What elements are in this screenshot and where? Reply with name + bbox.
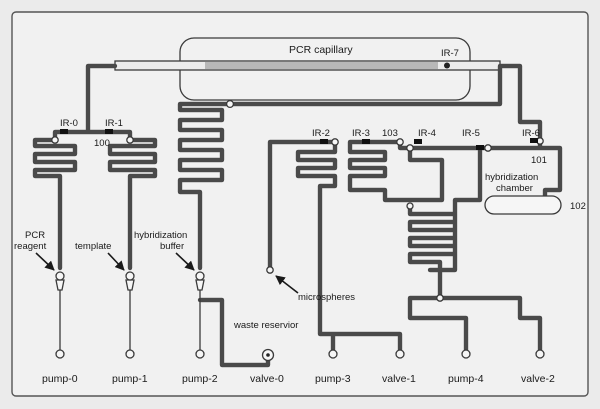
template-arrow bbox=[107, 252, 125, 271]
waste-reservoir-label: waste reservior bbox=[233, 320, 298, 331]
node bbox=[484, 144, 492, 152]
ir-3-label: IR-3 bbox=[352, 128, 370, 139]
chamber-label-line1: hybridization bbox=[485, 172, 538, 183]
pcr-reagent-inlet-top bbox=[55, 271, 65, 281]
valve-1-port bbox=[395, 349, 405, 359]
pump-2-label: pump-2 bbox=[182, 373, 218, 385]
valve-2-port bbox=[535, 349, 545, 359]
pcr-reagent-label-line2: reagent bbox=[14, 241, 47, 252]
chamber-label-line2: chamber bbox=[496, 183, 533, 194]
microspheres-label: microspheres bbox=[298, 292, 355, 303]
channel-nodes bbox=[51, 99, 544, 302]
template-label: template bbox=[75, 241, 111, 252]
ir-1-mark bbox=[105, 129, 113, 134]
port-labels: pump-0 pump-1 pump-2 valve-0 pump-3 valv… bbox=[42, 373, 555, 385]
node bbox=[406, 144, 414, 152]
valve-0-label: valve-0 bbox=[250, 373, 284, 385]
pump-0-port bbox=[55, 349, 65, 359]
template-inlet bbox=[125, 279, 135, 291]
ir-0-mark bbox=[60, 129, 68, 134]
ir-4-label: IR-4 bbox=[418, 128, 436, 139]
reagent-labels: PCR reagent template hybridization buffe… bbox=[14, 230, 355, 303]
pcr-reagent-label-line1: PCR bbox=[25, 230, 45, 241]
node bbox=[436, 294, 444, 302]
reagent-inlets bbox=[55, 271, 205, 291]
hyb-buffer-inlet bbox=[195, 279, 205, 291]
ir-7-label: IR-7 bbox=[441, 48, 459, 59]
pump-4-port bbox=[461, 349, 471, 359]
microspheres-arrow bbox=[275, 275, 299, 294]
ir-5-label: IR-5 bbox=[462, 128, 480, 139]
port-circles bbox=[55, 349, 545, 359]
junction-101-label: 101 bbox=[531, 155, 547, 166]
junction-100-label: 100 bbox=[94, 138, 110, 149]
node bbox=[51, 136, 59, 144]
node bbox=[225, 99, 235, 109]
hyb-buffer-inlet-top bbox=[195, 271, 205, 281]
valve-1-label: valve-1 bbox=[382, 373, 416, 385]
pump-4-label: pump-4 bbox=[448, 373, 484, 385]
capillary-heated-zone bbox=[205, 62, 438, 69]
ir-3-mark bbox=[362, 139, 370, 144]
ir-1-label: IR-1 bbox=[105, 118, 123, 129]
ir-4-mark bbox=[414, 139, 422, 144]
ir-6-mark bbox=[530, 138, 538, 143]
waste-reservoir: waste reservior bbox=[233, 320, 298, 362]
waste-reservoir-dot bbox=[266, 353, 270, 357]
pump-3-port bbox=[328, 349, 338, 359]
ir-7-sensor bbox=[444, 62, 450, 69]
chamber-body bbox=[484, 195, 562, 215]
pump-1-label: pump-1 bbox=[112, 373, 148, 385]
pcr-reagent-arrow bbox=[35, 252, 55, 271]
ir-0-label: IR-0 bbox=[60, 118, 78, 129]
valve-2-label: valve-2 bbox=[521, 373, 555, 385]
node bbox=[126, 136, 134, 144]
hyb-buffer-arrow bbox=[175, 252, 195, 271]
ir-2-label: IR-2 bbox=[312, 128, 330, 139]
ir-2-mark bbox=[320, 139, 328, 144]
junction-102-label: 102 bbox=[570, 201, 586, 212]
pump-3-label: pump-3 bbox=[315, 373, 351, 385]
capillary-label: PCR capillary bbox=[289, 44, 353, 56]
sensor-labels: IR-0 IR-1 IR-2 IR-3 IR-4 IR-5 IR-6 100 1… bbox=[60, 118, 586, 212]
hyb-buffer-label-line2: buffer bbox=[160, 241, 184, 252]
pump-2-port bbox=[195, 349, 205, 359]
template-inlet-top bbox=[125, 271, 135, 281]
pump-1-port bbox=[125, 349, 135, 359]
pump-lines bbox=[59, 290, 201, 350]
ir-sensor-marks bbox=[60, 129, 538, 150]
node bbox=[266, 266, 274, 274]
junction-103-label: 103 bbox=[382, 128, 398, 139]
ir-5-mark bbox=[476, 145, 484, 150]
hybridization-chamber: hybridization chamber bbox=[484, 172, 562, 215]
pump-0-label: pump-0 bbox=[42, 373, 78, 385]
node bbox=[331, 138, 339, 146]
ir-6-label: IR-6 bbox=[522, 128, 540, 139]
node bbox=[406, 202, 414, 210]
pcr-reagent-inlet bbox=[55, 279, 65, 291]
hyb-buffer-label-line1: hybridization bbox=[134, 230, 187, 241]
node bbox=[396, 138, 404, 146]
